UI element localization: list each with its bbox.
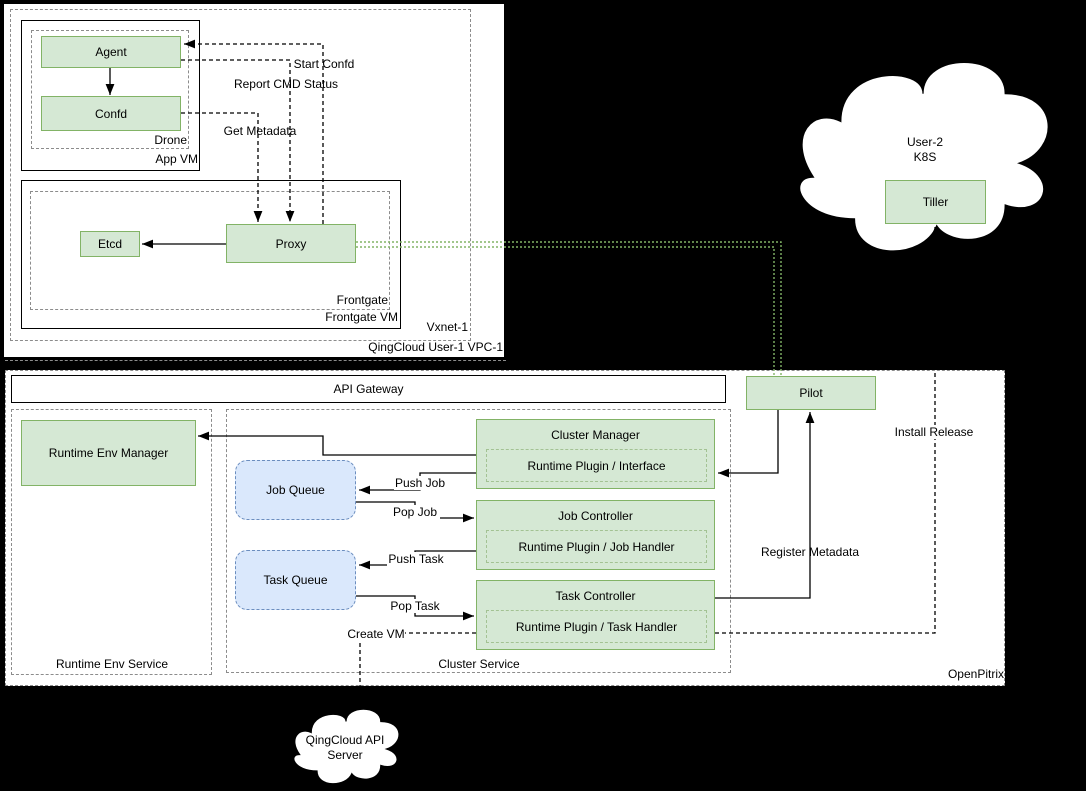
create-vm-edge-label: Create VM	[347, 627, 405, 641]
api-gateway-label: API Gateway	[333, 382, 404, 396]
cluster-manager-node[interactable]: Cluster Manager Runtime Plugin / Interfa…	[476, 419, 715, 489]
tiller-node[interactable]: Tiller	[885, 180, 986, 224]
push-task-edge-label: Push Task	[387, 552, 445, 566]
task-queue-node[interactable]: Task Queue	[235, 550, 356, 610]
api-gateway-node[interactable]: API Gateway	[11, 375, 726, 403]
tiller-label: Tiller	[922, 195, 949, 209]
cluster-service-label: Cluster Service	[438, 657, 520, 671]
register-metadata-edge-label: Register Metadata	[760, 545, 860, 559]
proxy-label: Proxy	[275, 236, 307, 251]
server-line: Server	[327, 748, 363, 762]
runtime-env-service-label: Runtime Env Service	[55, 657, 169, 671]
app-vm-container-label: App VM	[155, 152, 198, 166]
pilot-node[interactable]: Pilot	[746, 376, 876, 410]
etcd-label: Etcd	[97, 237, 122, 251]
pop-task-edge-label: Pop Task	[387, 599, 443, 613]
cluster-manager-title: Cluster Manager	[551, 427, 640, 442]
k8s-line: K8S	[913, 150, 937, 164]
runtime-plugin-job-handler[interactable]: Runtime Plugin / Job Handler	[486, 530, 707, 563]
get-metadata-edge-label: Get Metadata	[223, 124, 297, 138]
install-release-edge-label: Install Release	[892, 425, 976, 439]
runtime-plugin-job-handler-label: Runtime Plugin / Job Handler	[518, 539, 675, 554]
confd-label: Confd	[94, 106, 128, 121]
qingcloud-api-line: QingCloud API	[305, 733, 385, 747]
frontgate-vm-container-label: Frontgate VM	[325, 310, 398, 324]
agent-label: Agent	[95, 45, 127, 59]
pop-job-edge-label: Pop Job	[390, 505, 440, 519]
job-controller-title: Job Controller	[558, 508, 633, 523]
user2-k8s-cloud-label: User-2 K8S	[865, 135, 985, 165]
push-job-edge-label: Push Job	[394, 476, 446, 490]
runtime-env-manager-label: Runtime Env Manager	[48, 446, 169, 460]
report-cmd-status-edge-label: Report CMD Status	[233, 77, 339, 91]
job-queue-label: Job Queue	[266, 483, 325, 497]
proxy-node[interactable]: Proxy	[226, 224, 356, 263]
frontgate-container-label: Frontgate	[336, 293, 388, 307]
runtime-plugin-task-handler-label: Runtime Plugin / Task Handler	[515, 619, 678, 634]
job-controller-node[interactable]: Job Controller Runtime Plugin / Job Hand…	[476, 500, 715, 570]
runtime-env-service-container[interactable]	[11, 409, 212, 675]
etcd-node[interactable]: Etcd	[80, 231, 140, 257]
vxnet-container-label: Vxnet-1	[426, 320, 468, 334]
runtime-env-manager-node[interactable]: Runtime Env Manager	[21, 420, 196, 486]
start-confd-edge-label: Start Confd	[293, 57, 355, 71]
runtime-plugin-task-handler[interactable]: Runtime Plugin / Task Handler	[486, 610, 707, 643]
user2-line: User-2	[906, 135, 943, 149]
vpc-container-label: QingCloud User-1 VPC-1	[368, 340, 503, 354]
vxnet-container[interactable]	[10, 9, 471, 341]
pilot-label: Pilot	[799, 386, 823, 400]
task-controller-title: Task Controller	[555, 588, 636, 603]
runtime-plugin-interface-label: Runtime Plugin / Interface	[527, 458, 666, 473]
runtime-plugin-interface[interactable]: Runtime Plugin / Interface	[486, 449, 707, 482]
confd-node[interactable]: Confd	[41, 96, 181, 131]
task-queue-label: Task Queue	[263, 573, 328, 587]
task-controller-node[interactable]: Task Controller Runtime Plugin / Task Ha…	[476, 580, 715, 650]
agent-node[interactable]: Agent	[41, 36, 181, 68]
job-queue-node[interactable]: Job Queue	[235, 460, 356, 520]
openpitrix-top-border	[5, 360, 506, 361]
openpitrix-label: OpenPitrix	[947, 667, 1004, 681]
drone-container-label: Drone	[154, 133, 187, 147]
qingcloud-api-cloud-label: QingCloud API Server	[285, 733, 405, 763]
